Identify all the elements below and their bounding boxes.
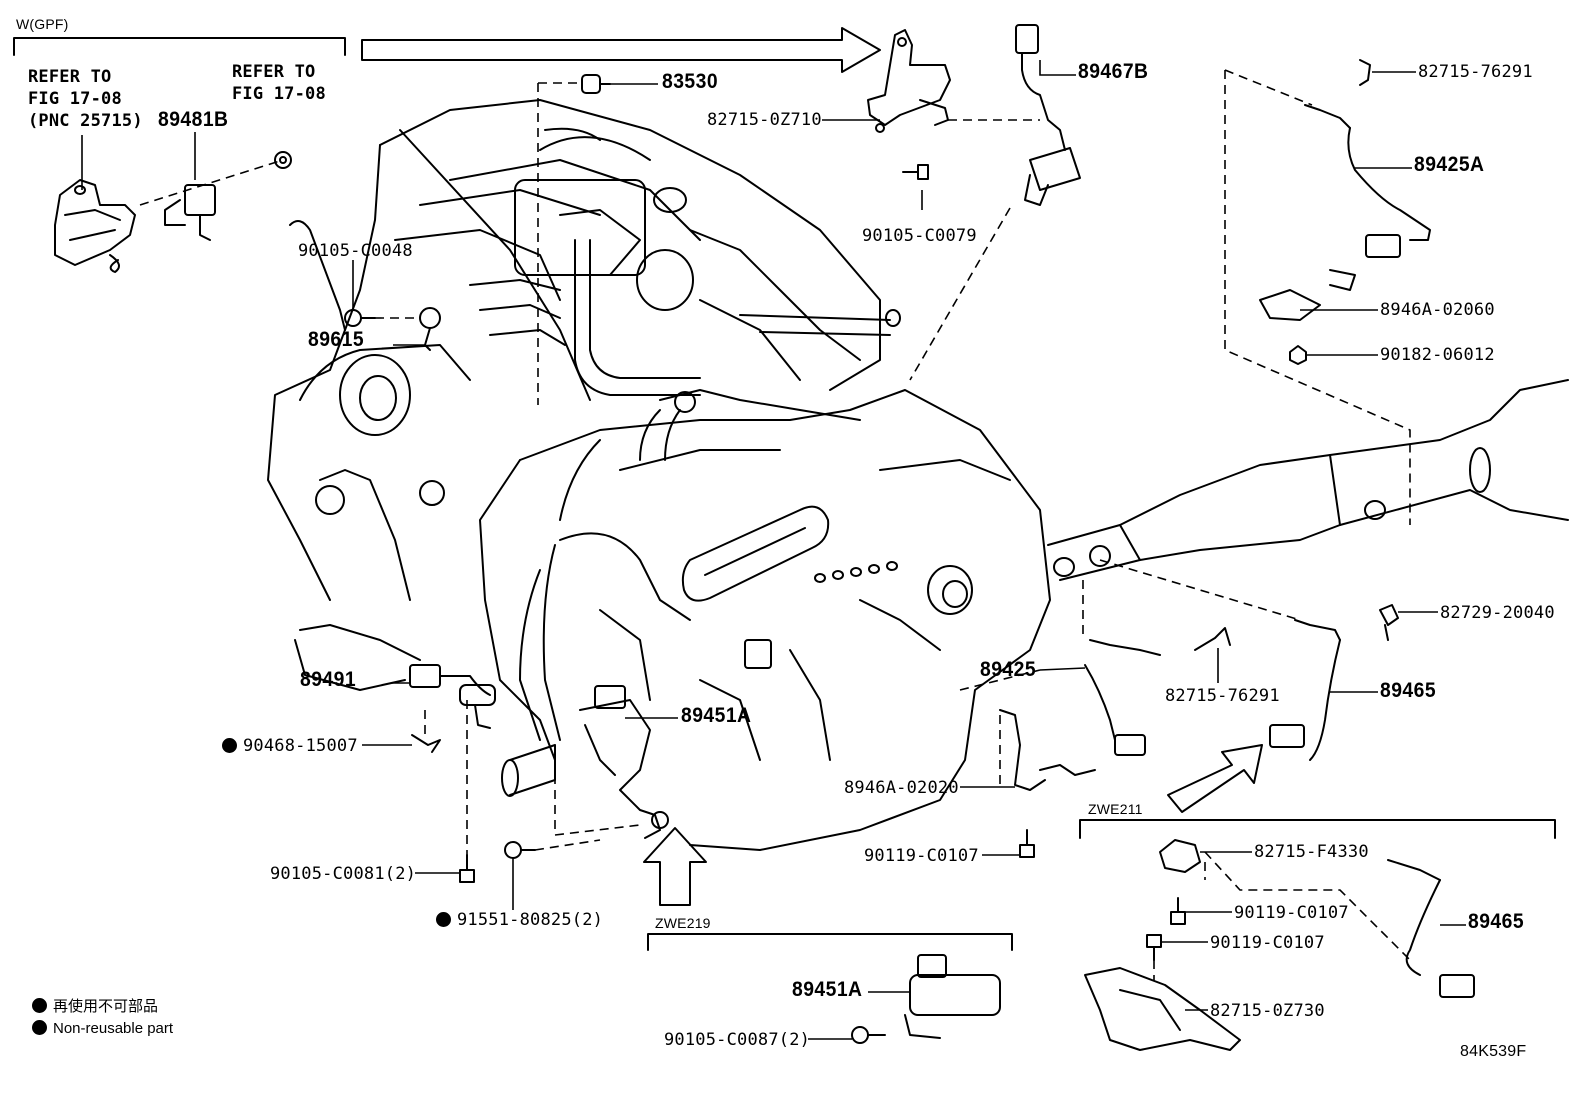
bolt-90119-C0107-c-art bbox=[1146, 934, 1162, 961]
speed-sensor-89491-art bbox=[409, 664, 496, 729]
o2-sensor-89465-b-art bbox=[1387, 859, 1475, 998]
part-89451A[interactable]: 89451A bbox=[681, 704, 752, 727]
legend-dot-jp bbox=[32, 998, 47, 1013]
legend-jp: 再使用不可部品 bbox=[32, 995, 158, 1016]
part-89481B[interactable]: 89481B bbox=[158, 108, 229, 131]
refer-note-left[interactable]: REFER TO FIG 17-08 (PNC 25715) bbox=[28, 66, 143, 132]
section-label-zwe219: ZWE219 bbox=[655, 915, 711, 931]
section-bracket-zwe219 bbox=[647, 933, 1013, 951]
legend-en: Non-reusable part bbox=[32, 1020, 173, 1037]
part-90105-C0081[interactable]: 90105-C0081(2) bbox=[270, 864, 417, 884]
part-89615[interactable]: 89615 bbox=[308, 328, 365, 351]
o2-sensor-89425A-art bbox=[1304, 59, 1431, 258]
part-91551-80825-text: 91551-80825(2) bbox=[457, 910, 604, 930]
part-8946A-02020[interactable]: 8946A-02020 bbox=[844, 778, 959, 798]
part-91551-80825[interactable]: 91551-80825(2) bbox=[436, 910, 603, 930]
bolt-90105-C0079-art bbox=[902, 164, 929, 180]
section-label-zwe211: ZWE211 bbox=[1088, 801, 1143, 817]
section-bracket-w-gpf bbox=[13, 37, 346, 56]
refer-left-line3: (PNC 25715) bbox=[28, 111, 143, 131]
part-90468-15007-text: 90468-15007 bbox=[243, 736, 358, 756]
legend-jp-text: 再使用不可部品 bbox=[53, 998, 159, 1015]
part-82715-0Z730[interactable]: 82715-0Z730 bbox=[1210, 1001, 1325, 1021]
part-82729-20040[interactable]: 82729-20040 bbox=[1440, 603, 1555, 623]
non-reusable-dot bbox=[222, 738, 237, 753]
bracket-82715-76291-mid-art bbox=[1194, 627, 1231, 651]
part-89451A-b[interactable]: 89451A bbox=[792, 978, 863, 1001]
part-90105-C0079[interactable]: 90105-C0079 bbox=[862, 226, 977, 246]
part-90105-C0087[interactable]: 90105-C0087(2) bbox=[664, 1030, 811, 1050]
part-90119-C0107-c[interactable]: 90119-C0107 bbox=[1210, 933, 1325, 953]
o2-sensor-89425-art bbox=[1084, 639, 1161, 756]
bolt-90119-C0107-b-art bbox=[1170, 897, 1186, 925]
dashed-guides bbox=[139, 69, 1411, 980]
refer-note-right[interactable]: REFER TO FIG 17-08 bbox=[232, 61, 326, 105]
non-reusable-dot bbox=[436, 912, 451, 927]
section-bracket-zwe211 bbox=[1079, 819, 1556, 839]
part-82715-76291-mid[interactable]: 82715-76291 bbox=[1165, 686, 1280, 706]
o2-sensor-89465-art bbox=[1269, 619, 1341, 761]
knock-sensor-89615-art bbox=[419, 307, 441, 351]
part-90119-C0107-a[interactable]: 90119-C0107 bbox=[864, 846, 979, 866]
legend-en-text: Non-reusable part bbox=[53, 1020, 174, 1037]
nut-art bbox=[274, 151, 292, 169]
bracket-82715-F4330-art bbox=[1159, 839, 1201, 873]
part-83530[interactable]: 83530 bbox=[662, 70, 719, 93]
leader-lines bbox=[81, 60, 1466, 1040]
part-89467B[interactable]: 89467B bbox=[1078, 60, 1149, 83]
part-90182-06012[interactable]: 90182-06012 bbox=[1380, 345, 1495, 365]
refer-left-line2: FIG 17-08 bbox=[28, 89, 122, 109]
legend-dot-en bbox=[32, 1020, 47, 1035]
clip-90468-15007-art bbox=[411, 734, 441, 753]
clamp-82729-20040-art bbox=[1379, 604, 1399, 641]
nut-90182-06012-art bbox=[1289, 345, 1307, 365]
heat-insulator-82715-0Z730-art bbox=[1084, 967, 1241, 1051]
bolt-90105-C0081-art bbox=[459, 854, 475, 883]
engine-block-illustration bbox=[267, 99, 1141, 851]
part-82715-0Z710[interactable]: 82715-0Z710 bbox=[707, 110, 822, 130]
bolt-90105-C0087-art bbox=[851, 1026, 886, 1044]
bolt-90105-C0048-art bbox=[344, 309, 376, 327]
part-89465[interactable]: 89465 bbox=[1380, 679, 1437, 702]
bolt-90119-C0107-mid-art bbox=[1019, 829, 1035, 858]
arrow-diag-right bbox=[1167, 744, 1263, 813]
arrow-up-bottom bbox=[643, 827, 707, 906]
part-82715-F4330[interactable]: 82715-F4330 bbox=[1254, 842, 1369, 862]
bolt-91551-80825-art bbox=[504, 841, 536, 859]
neutral-switch-89451A-b-art bbox=[904, 954, 1001, 1039]
part-8946A-02060[interactable]: 8946A-02060 bbox=[1380, 300, 1495, 320]
figure-code: 84K539F bbox=[1460, 1043, 1527, 1060]
pressure-sensor-89481B-art bbox=[164, 184, 216, 241]
oil-pressure-switch-83530-art bbox=[581, 74, 611, 94]
refer-left-line1: REFER TO bbox=[28, 67, 112, 87]
part-89465-b[interactable]: 89465 bbox=[1468, 910, 1525, 933]
part-90468-15007[interactable]: 90468-15007 bbox=[222, 736, 358, 756]
section-label-w-gpf: W(GPF) bbox=[16, 16, 69, 32]
bracket-25715-art bbox=[54, 179, 136, 273]
exhaust-catalyst-illustration bbox=[1119, 379, 1569, 561]
bracket-8946A-02020-art bbox=[999, 709, 1096, 791]
bracket-82715-0Z710-art bbox=[867, 29, 951, 133]
refer-right-line1: REFER TO bbox=[232, 62, 316, 82]
neutral-switch-89451A-art bbox=[579, 685, 669, 839]
part-82715-76291-top[interactable]: 82715-76291 bbox=[1418, 62, 1533, 82]
part-89491[interactable]: 89491 bbox=[300, 668, 357, 691]
part-89425[interactable]: 89425 bbox=[980, 658, 1037, 681]
part-89425A[interactable]: 89425A bbox=[1414, 153, 1485, 176]
arrow-right-top bbox=[361, 27, 881, 73]
refer-right-line2: FIG 17-08 bbox=[232, 84, 326, 104]
part-90119-C0107-b[interactable]: 90119-C0107 bbox=[1234, 903, 1349, 923]
af-sensor-89467B-art bbox=[1015, 24, 1081, 206]
part-90105-C0048[interactable]: 90105-C0048 bbox=[298, 241, 413, 261]
bracket-8946A-02060-art bbox=[1259, 269, 1356, 321]
